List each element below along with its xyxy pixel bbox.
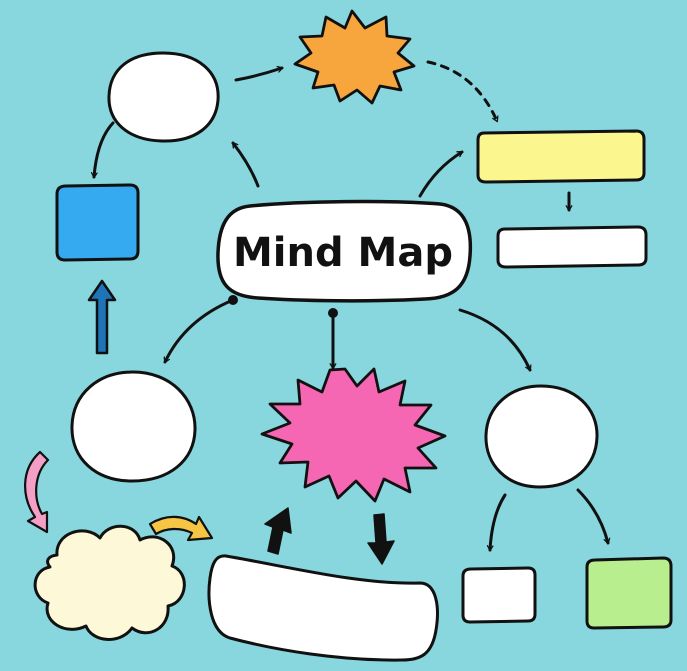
arrow-right-circle-to-green-square [576, 488, 611, 545]
connectors [90, 60, 611, 552]
arrow-center-to-top-circle [231, 141, 260, 188]
pink-curved-arrow [24, 450, 50, 534]
node-circle-left [70, 370, 197, 483]
arrow-top-circle-to-blue-square [90, 121, 115, 179]
node-blue-square [55, 183, 140, 262]
node-white-rect-right [496, 225, 648, 269]
arrow-center-to-left-circle [163, 298, 235, 364]
arrow-origin-dot [328, 308, 338, 318]
node-cream-cloud [33, 524, 186, 641]
arrow-origin-dot [228, 295, 238, 305]
node-circle-top [107, 51, 220, 143]
node-center [216, 199, 473, 303]
arrow-star-to-yellow-rect-dashed [426, 60, 499, 123]
yellow-curved-arrow [148, 515, 214, 542]
black-arrow-down [367, 513, 395, 565]
node-white-pill [207, 554, 439, 662]
arrow-top-circle-to-star [234, 66, 284, 82]
node-pink-burst [260, 367, 447, 503]
arrow-center-to-right-circle [458, 308, 532, 372]
blue-up-arrow [87, 279, 117, 355]
node-orange-star [293, 9, 416, 105]
node-white-square [461, 566, 537, 624]
node-green-square [585, 556, 673, 630]
node-yellow-rect [476, 129, 646, 184]
node-circle-right [484, 384, 599, 489]
black-arrow-up [264, 507, 292, 555]
arrow-right-circle-to-white-square [486, 493, 507, 552]
center-title: Mind Map [233, 230, 453, 276]
arrow-center-to-yellow-rect [418, 150, 464, 198]
